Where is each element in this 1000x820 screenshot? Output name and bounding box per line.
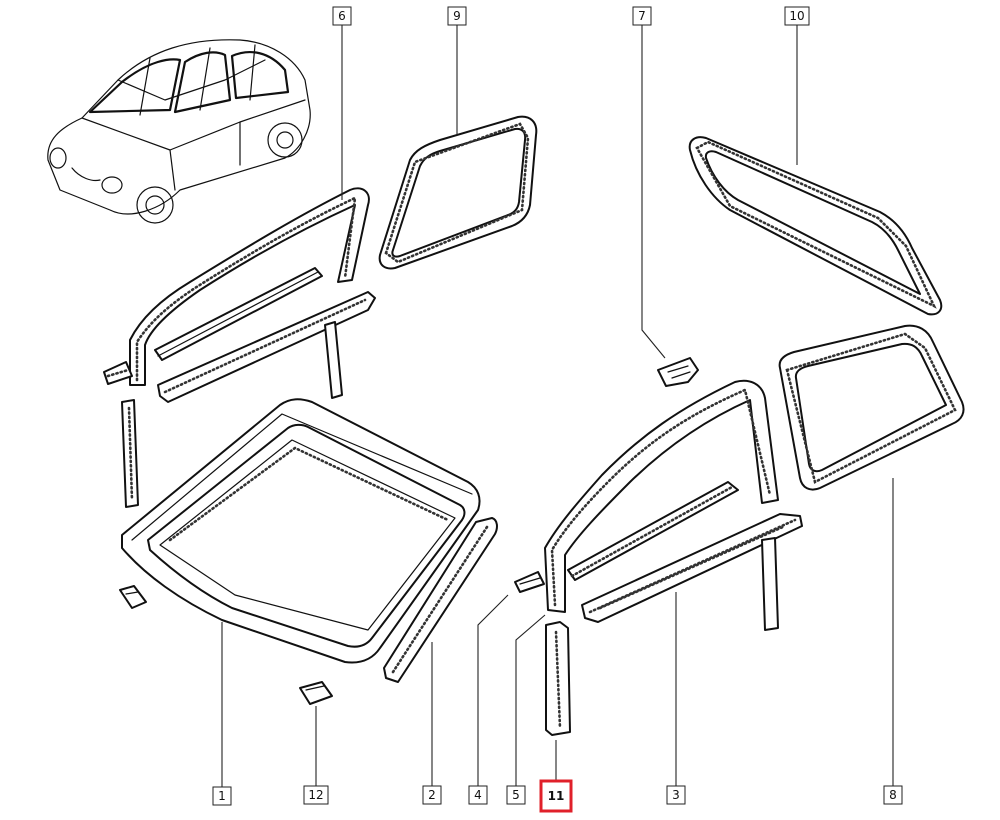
callout-label: 11 bbox=[548, 789, 565, 803]
part-8-quarter-window-seal-right bbox=[778, 324, 965, 491]
right-door-frame-seal bbox=[544, 379, 779, 613]
part-4-clip bbox=[514, 571, 545, 593]
callout-1: 1 bbox=[212, 786, 232, 806]
callout-4: 4 bbox=[468, 785, 488, 805]
callout-2: 2 bbox=[422, 785, 442, 805]
part-9-quarter-window-seal-left bbox=[378, 115, 538, 270]
part-2-windscreen-side-strip bbox=[383, 517, 498, 683]
callout-label: 7 bbox=[638, 9, 646, 23]
left-pillar-seal-front bbox=[121, 399, 139, 508]
callout-label: 2 bbox=[428, 788, 436, 802]
callout-label: 12 bbox=[308, 788, 323, 802]
left-small-clip bbox=[119, 585, 147, 609]
part-10-rear-quarter-seal bbox=[688, 136, 943, 316]
callout-label: 4 bbox=[474, 788, 482, 802]
callout-label: 8 bbox=[889, 788, 897, 802]
callout-label: 5 bbox=[512, 788, 520, 802]
callout-label: 10 bbox=[789, 9, 804, 23]
callout-8: 8 bbox=[883, 785, 903, 805]
callout-label: 3 bbox=[672, 788, 680, 802]
callout-7: 7 bbox=[632, 6, 652, 26]
left-door-corner-clip bbox=[103, 361, 133, 385]
callout-10: 10 bbox=[784, 6, 810, 26]
part-1-windscreen-seal bbox=[121, 398, 481, 664]
callout-5: 5 bbox=[506, 785, 526, 805]
callout-11: 11 bbox=[539, 779, 573, 813]
callout-9: 9 bbox=[447, 6, 467, 26]
left-belt-strip-outer bbox=[157, 291, 376, 403]
right-belt-strip-outer bbox=[581, 513, 803, 623]
left-pillar-seal-rear bbox=[324, 321, 343, 399]
part-7-clip bbox=[657, 357, 699, 387]
left-belt-strip-inner bbox=[154, 267, 323, 361]
part-11-pillar-seal bbox=[545, 621, 571, 736]
callout-label: 6 bbox=[338, 9, 346, 23]
callout-6: 6 bbox=[332, 6, 352, 26]
leader-lines bbox=[221, 24, 894, 796]
callout-label: 1 bbox=[218, 789, 226, 803]
callout-12: 12 bbox=[303, 785, 329, 805]
right-belt-strip-inner bbox=[567, 481, 739, 581]
callout-3: 3 bbox=[666, 785, 686, 805]
part-12-clip bbox=[299, 681, 333, 705]
right-pillar-seal-rear bbox=[761, 537, 779, 631]
part-6-door-frame-seal-left bbox=[129, 187, 370, 386]
callout-label: 9 bbox=[453, 9, 461, 23]
car-thumbnail bbox=[47, 39, 311, 224]
